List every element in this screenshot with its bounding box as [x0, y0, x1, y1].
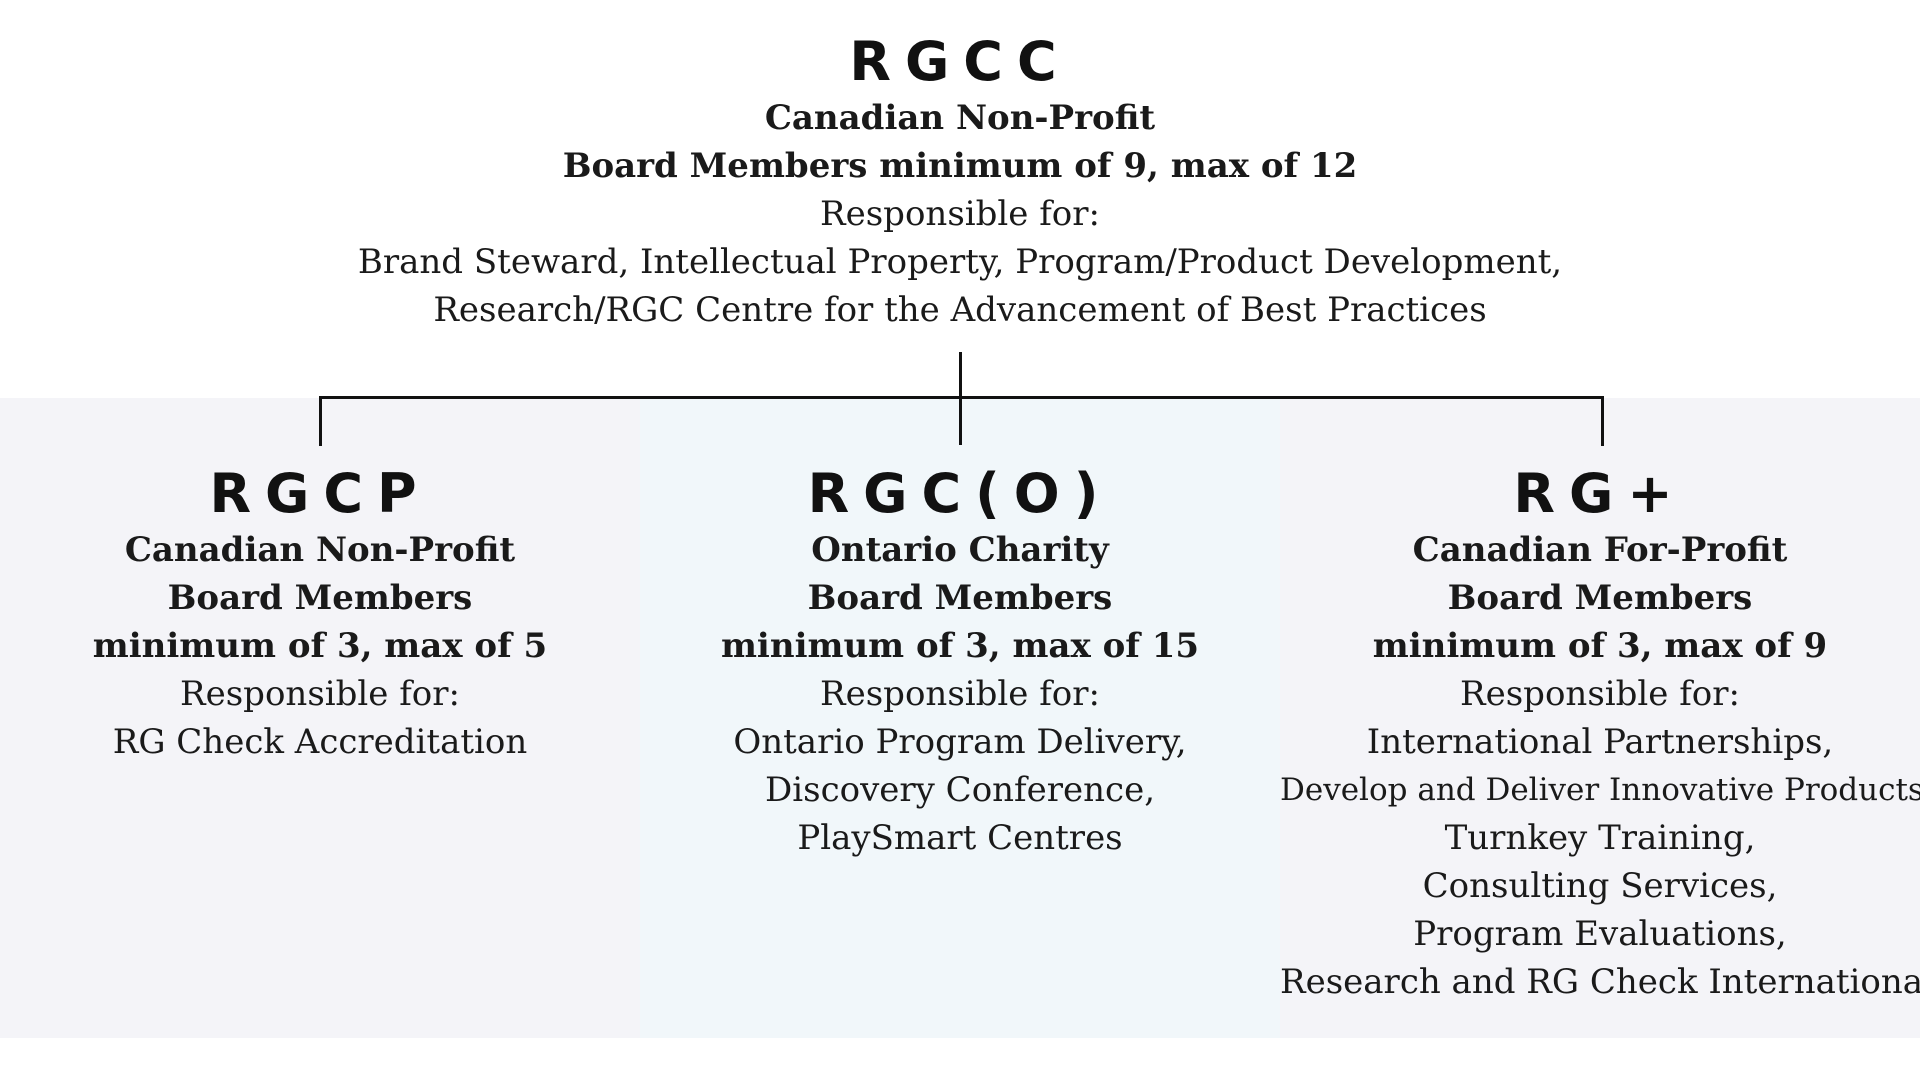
- node-type: Ontario Charity: [811, 530, 1109, 570]
- org-node-rgplus: RG+ Canadian For-Profit Board Members mi…: [1280, 462, 1920, 1006]
- node-responsibility: Discovery Conference,: [764, 770, 1156, 810]
- node-board: Board Members: [167, 578, 473, 618]
- org-node-rgco: RGC(O) Ontario Charity Board Members min…: [640, 462, 1280, 862]
- node-responsibility: PlaySmart Centres: [797, 818, 1123, 858]
- node-board-range: minimum of 3, max of 5: [92, 626, 548, 666]
- node-board-range: minimum of 3, max of 9: [1372, 626, 1828, 666]
- connector-horizontal-bar: [319, 396, 1604, 399]
- node-responsibility: Research and RG Check International: [1280, 962, 1920, 1002]
- org-node-rgcp: RGCP Canadian Non-Profit Board Members m…: [0, 462, 640, 766]
- node-responsible-label: Responsible for:: [820, 194, 1100, 234]
- node-board: Board Members: [807, 578, 1113, 618]
- node-board: Board Members minimum of 9, max of 12: [562, 146, 1358, 186]
- node-title: RG+: [1513, 462, 1687, 525]
- panel-rgplus-background: [1280, 398, 1920, 1038]
- node-responsibility: Consulting Services,: [1422, 866, 1778, 906]
- node-responsible-label: Responsible for:: [1460, 674, 1740, 714]
- node-responsibility: Develop and Deliver Innovative Products,: [1280, 772, 1920, 808]
- node-board-range: minimum of 3, max of 15: [720, 626, 1200, 666]
- node-responsibility: Ontario Program Delivery,: [733, 722, 1187, 762]
- panel-rgco-background: [640, 398, 1280, 1038]
- node-type: Canadian Non-Profit: [764, 98, 1156, 138]
- node-title: RGCC: [849, 30, 1071, 93]
- node-type: Canadian Non-Profit: [124, 530, 516, 570]
- connector-right-drop: [1601, 396, 1604, 446]
- connector-left-drop: [319, 396, 322, 446]
- node-type: Canadian For-Profit: [1412, 530, 1788, 570]
- node-responsible-label: Responsible for:: [820, 674, 1100, 714]
- node-title: RGCP: [209, 462, 431, 525]
- panel-rgcp-background: [0, 398, 640, 1038]
- node-responsibility: RG Check Accreditation: [112, 722, 528, 762]
- node-responsibility: International Partnerships,: [1366, 722, 1834, 762]
- node-board: Board Members: [1447, 578, 1753, 618]
- node-responsible-label: Responsible for:: [180, 674, 460, 714]
- node-responsibility: Brand Steward, Intellectual Property, Pr…: [357, 242, 1563, 282]
- node-responsibility: Program Evaluations,: [1413, 914, 1787, 954]
- node-responsibility: Research/RGC Centre for the Advancement …: [433, 290, 1487, 330]
- org-node-rgcc: RGCC Canadian Non-Profit Board Members m…: [0, 30, 1920, 334]
- node-title: RGC(O): [807, 462, 1113, 525]
- node-responsibility: Turnkey Training,: [1444, 818, 1756, 858]
